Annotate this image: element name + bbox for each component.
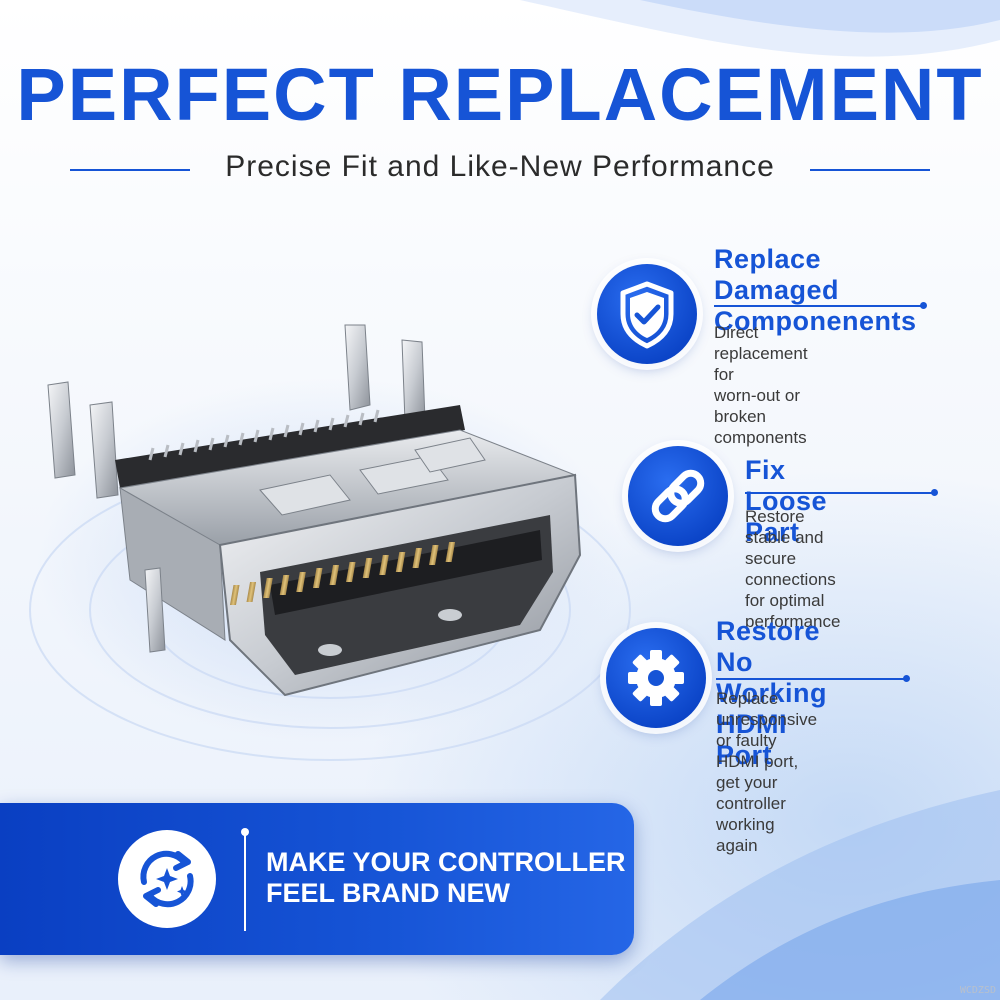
- heading-underline: [714, 305, 924, 307]
- subtitle-rule-right: [810, 169, 930, 171]
- heading-underline-dot: [903, 675, 910, 682]
- banner-icon-badge: [118, 830, 216, 928]
- heading-underline: [716, 678, 906, 680]
- banner-text: MAKE YOUR CONTROLLER FEEL BRAND NEW: [266, 847, 626, 908]
- feature-heading: Fix Loose Part: [745, 455, 828, 547]
- heading-underline-dot: [920, 302, 927, 309]
- chain-link-icon: [651, 469, 705, 523]
- feature-icon-badge: [606, 628, 706, 728]
- subtitle-rule-left: [70, 169, 190, 171]
- shield-check-icon: [620, 281, 674, 349]
- cta-banner: MAKE YOUR CONTROLLER FEEL BRAND NEW: [0, 803, 634, 955]
- heading-underline: [745, 492, 935, 494]
- banner-divider: [244, 833, 246, 931]
- watermark: WCDZSD: [959, 985, 996, 996]
- subtitle-row: Precise Fit and Like-New Performance: [0, 150, 1000, 190]
- feature-icon-badge: [628, 446, 728, 546]
- heading-underline-dot: [931, 489, 938, 496]
- banner-divider-dot: [241, 828, 249, 836]
- feature-description: Restore stable and secure connections fo…: [745, 507, 841, 631]
- feature-heading: Replace Damaged Componenents: [714, 244, 917, 336]
- page-subtitle: Precise Fit and Like-New Performance: [225, 150, 775, 183]
- hdmi-port-image: [47, 324, 582, 697]
- page-title: PERFECT REPLACEMENT: [16, 53, 984, 136]
- feature-icon-badge: [597, 264, 697, 364]
- feature-description: Direct replacement for worn-out or broke…: [714, 323, 808, 447]
- refresh-sparkle-icon: [140, 850, 194, 908]
- feature-description: Replace unresponsive or faulty HDMI port…: [716, 689, 818, 855]
- gear-icon: [628, 650, 684, 706]
- feature-heading: Restore No Working HDMI Port: [716, 616, 827, 770]
